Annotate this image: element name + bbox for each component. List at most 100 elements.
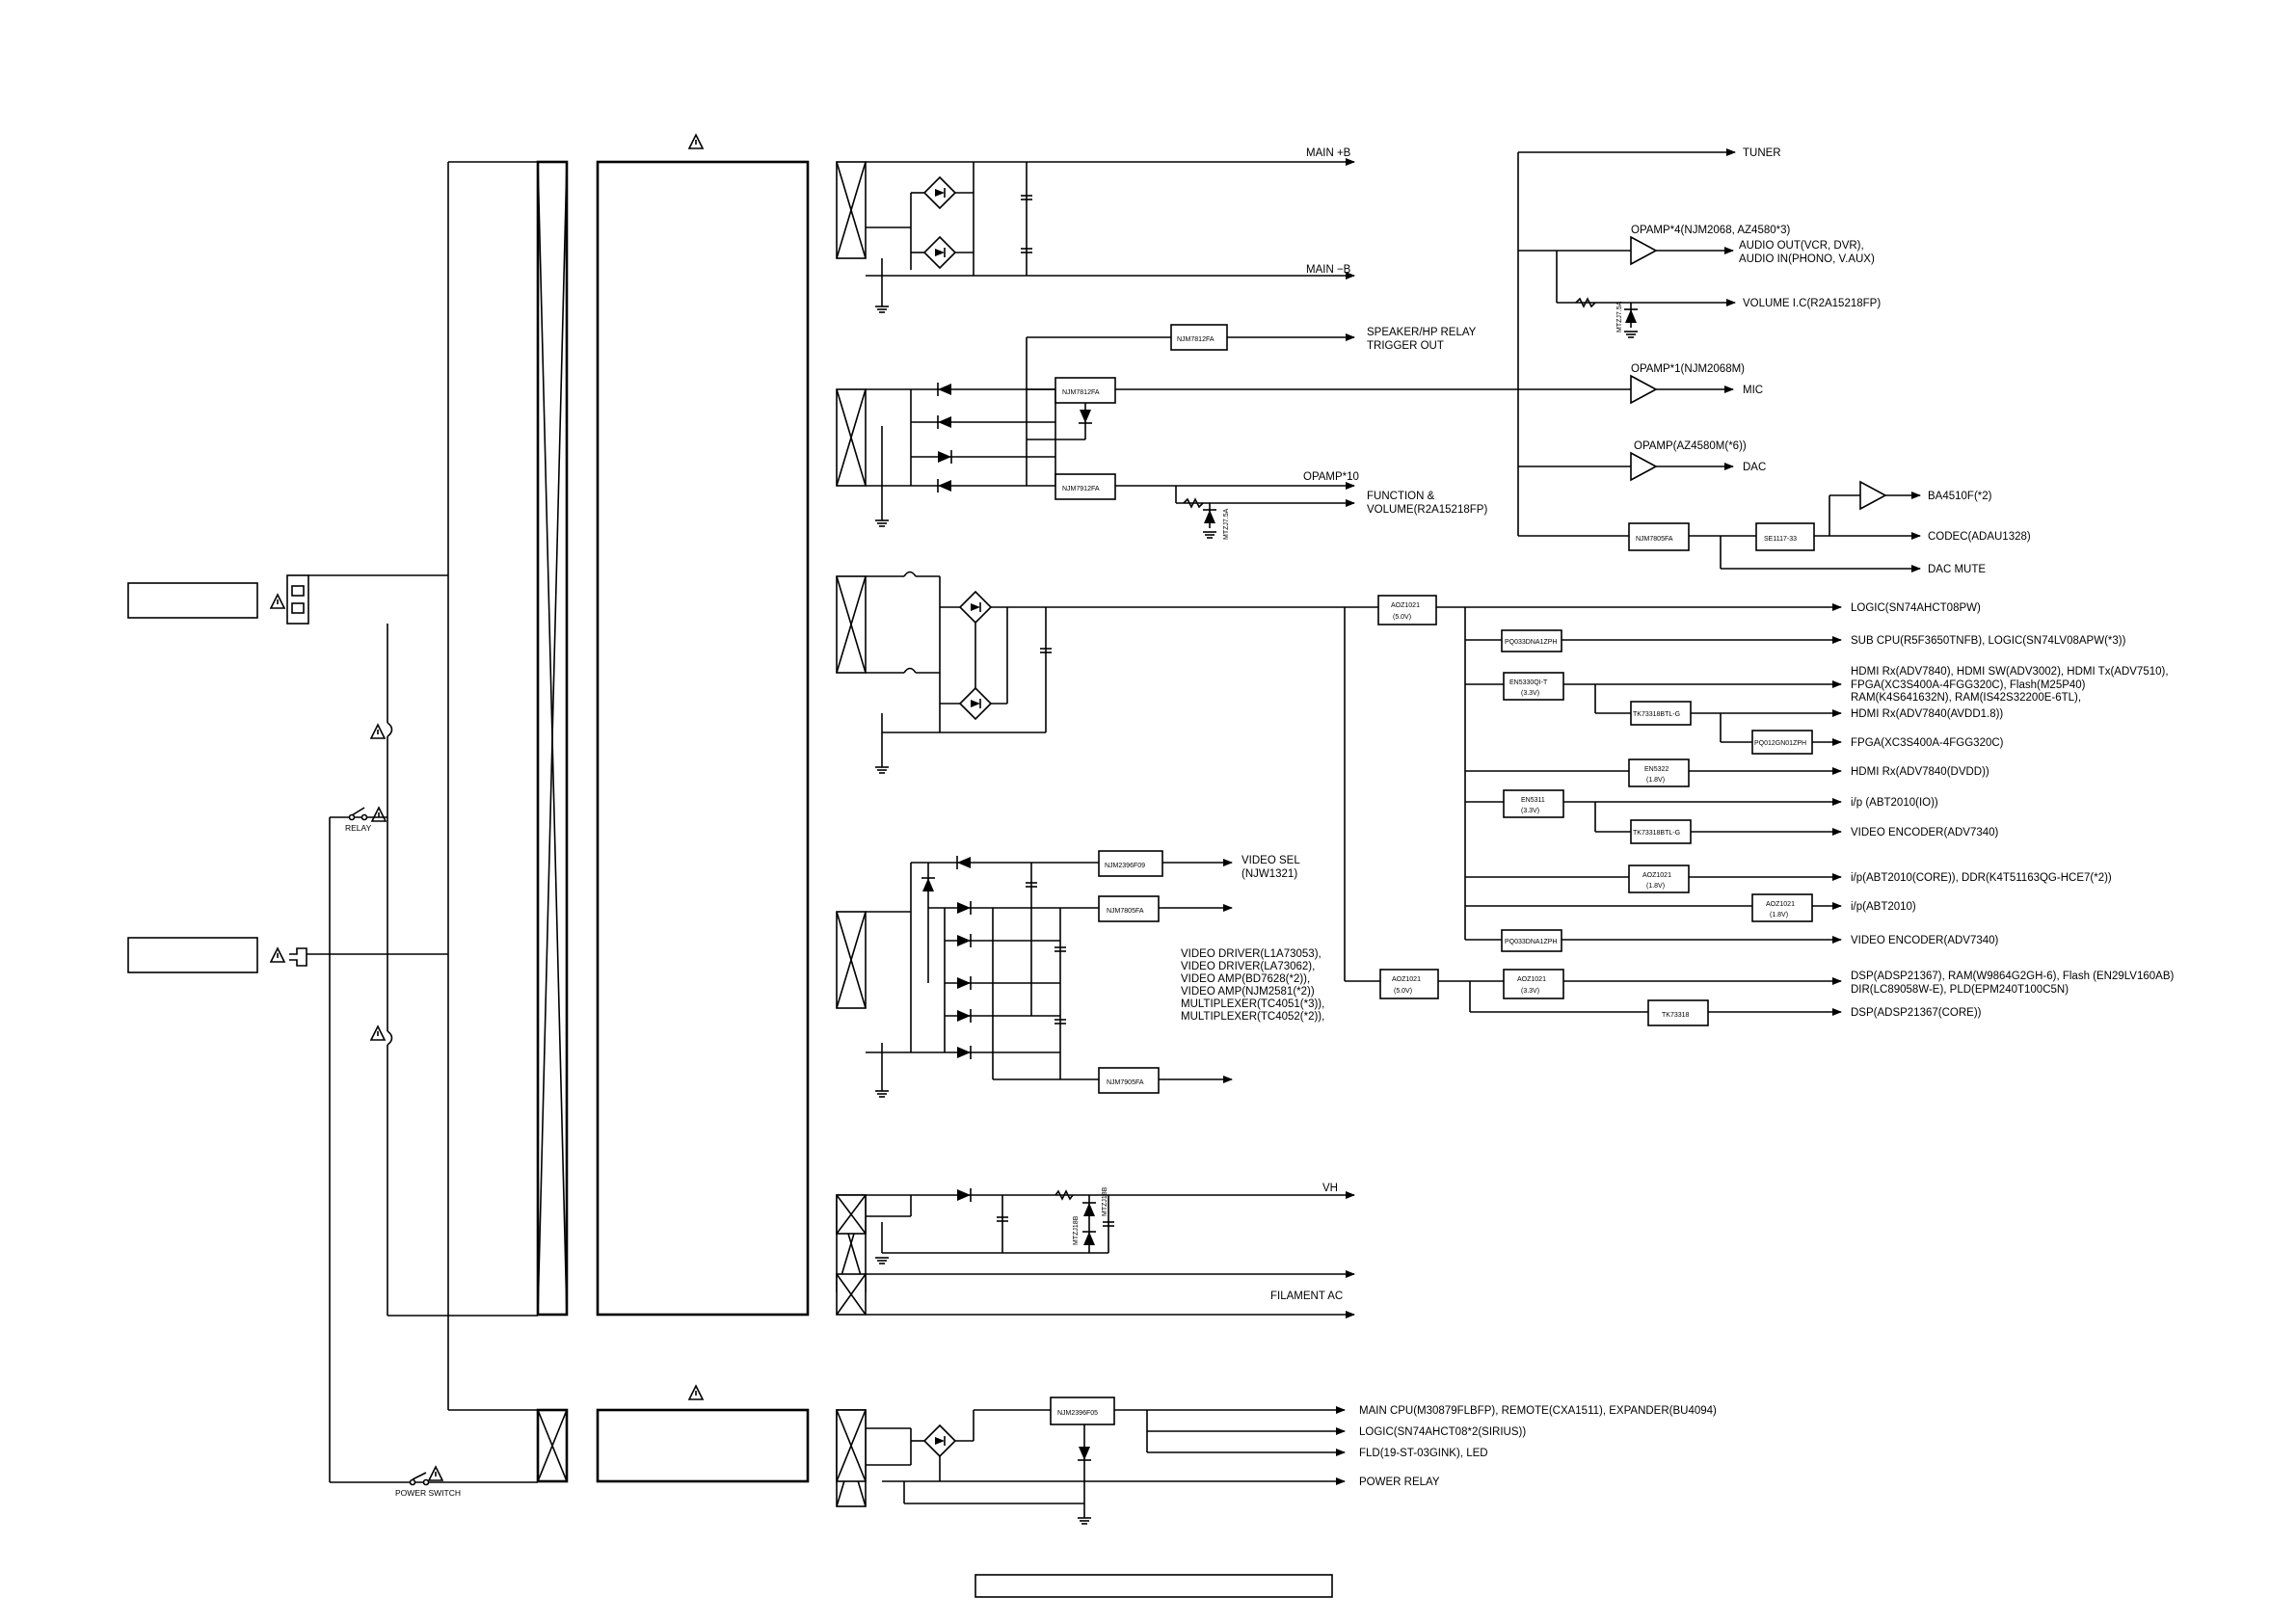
main-transformer-primary [536, 160, 569, 1317]
sub-cpu-label: SUB CPU(R5F3650TNFB), LOGIC(SN74LV08APW(… [1851, 635, 2126, 647]
dsp-core-label: DSP(ADSP21367(CORE)) [1851, 1007, 1982, 1019]
zener-diode-icon [1077, 1446, 1092, 1461]
video-amp-2-label: VIDEO AMP(NJM2581(*2)) [1181, 986, 1315, 998]
ground-icon [874, 1090, 890, 1098]
svg-text:(1.8V): (1.8V) [1646, 883, 1665, 890]
svg-text:(3.3V): (3.3V) [1521, 988, 1539, 995]
bridge-rectifier [959, 591, 992, 624]
diode-icon [956, 900, 972, 916]
svg-text:NJM7812FA: NJM7812FA [1177, 336, 1215, 343]
regulator-pq012 [1751, 730, 1813, 755]
svg-text:PQ033DNA1ZPH: PQ033DNA1ZPH [1505, 639, 1557, 646]
regulator-en5330 [1503, 672, 1564, 701]
regulator-njm7805-video [1098, 895, 1160, 922]
svg-text:(1.8V): (1.8V) [1646, 777, 1665, 784]
hdmi-line1-label: HDMI Rx(ADV7840), HDMI SW(ADV3002), HDMI… [1851, 666, 2169, 678]
opamp-icon [1630, 236, 1657, 265]
svg-text:(5.0V): (5.0V) [1393, 614, 1411, 621]
opamp10-label: OPAMP*10 [1303, 471, 1359, 483]
regulator-njm2396-video [1098, 850, 1163, 877]
multiplexer-1-label: MULTIPLEXER(TC4051(*3)), [1181, 998, 1324, 1010]
svg-text:AOZ1021: AOZ1021 [1642, 872, 1671, 879]
hdmi-avdd-label: HDMI Rx(ADV7840(AVDD1.8)) [1851, 708, 2003, 720]
svg-text:NJM7812FA: NJM7812FA [1062, 389, 1100, 396]
opamp-icon [1859, 481, 1886, 510]
svg-text:NJM7805FA: NJM7805FA [1636, 536, 1673, 543]
title-block [974, 1574, 1333, 1598]
volume-label: VOLUME(R2A15218FP) [1367, 504, 1487, 516]
trigger-out-label: TRIGGER OUT [1367, 340, 1444, 352]
regulator-se1117 [1755, 522, 1815, 551]
zener-diode-icon [1202, 509, 1217, 524]
regulator-njm7805-audio [1628, 522, 1690, 551]
svg-text:MTZJ18B: MTZJ18B [1073, 1215, 1080, 1245]
bridge-rectifier [923, 1424, 956, 1457]
diode-icon [956, 1187, 972, 1203]
mic-label: MIC [1743, 385, 1763, 396]
resistor-icon [1575, 297, 1596, 308]
svg-text:TK73318BTL-G: TK73318BTL-G [1633, 711, 1680, 718]
regulator-aoz1021-18b [1751, 893, 1813, 922]
regulator-aoz1021-33 [1503, 969, 1564, 999]
svg-text:MTZJ7.5A: MTZJ7.5A [1616, 301, 1623, 333]
fuse-holder [286, 574, 309, 625]
secondary-winding-main [836, 161, 867, 259]
svg-text:NJM2396F09: NJM2396F09 [1105, 863, 1145, 869]
svg-text:EN5330QI-T: EN5330QI-T [1509, 679, 1548, 686]
dsp-line1-label: DSP(ADSP21367), RAM(W9864G2GH-6), Flash … [1851, 971, 2175, 982]
bridge-rectifier [959, 687, 992, 720]
svg-text:(3.3V): (3.3V) [1521, 690, 1539, 697]
warning-icon [371, 807, 387, 822]
regulator-en5311 [1503, 789, 1564, 818]
ac-input-block-top [127, 582, 258, 619]
hdmi-dvdd-label: HDMI Rx(ADV7840(DVDD)) [1851, 766, 1989, 778]
dac-mute-label: DAC MUTE [1928, 564, 1986, 575]
ground-icon [874, 519, 890, 527]
resistor-icon [1183, 497, 1204, 509]
video-driver-1-label: VIDEO DRIVER(L1A73053), [1181, 948, 1322, 960]
svg-text:(1.8V): (1.8V) [1770, 912, 1788, 918]
opamp-dac-label: OPAMP(AZ4580M(*6)) [1634, 440, 1747, 452]
secondary-winding-video [836, 911, 867, 1009]
ac-plug-icon [289, 947, 307, 967]
diode-icon [921, 877, 936, 892]
svg-text:MTZJ18B: MTZJ18B [1102, 1186, 1108, 1216]
svg-text:PQ033DNA1ZPH: PQ033DNA1ZPH [1505, 939, 1557, 945]
warning-icon [370, 724, 386, 739]
diode-icon [937, 382, 952, 397]
ba4510-label: BA4510F(*2) [1928, 491, 1992, 502]
opamp-icon [1630, 452, 1657, 481]
zener-diode-icon [1078, 409, 1093, 424]
svg-text:EN5311: EN5311 [1521, 797, 1545, 804]
logic-sirius-label: LOGIC(SN74AHCT08*2(SIRIUS)) [1359, 1426, 1526, 1438]
dsp-line2-label: DIR(LC89058W-E), PLD(EPM240T100C5N) [1851, 984, 2069, 996]
power-relay-label: POWER RELAY [1359, 1477, 1440, 1488]
function-label: FUNCTION & [1367, 491, 1435, 502]
main-cpu-label: MAIN CPU(M30879FLBFP), REMOTE(CXA1511), … [1359, 1405, 1717, 1417]
regulator-en5322 [1628, 758, 1690, 787]
svg-text:(5.0V): (5.0V) [1394, 988, 1412, 995]
ground-icon [1202, 531, 1217, 539]
relay-label: RELAY [345, 823, 372, 833]
logic-ahct-label: LOGIC(SN74AHCT08PW) [1851, 602, 1981, 614]
svg-text:(3.3V): (3.3V) [1521, 808, 1539, 814]
fpga-label: FPGA(XC3S400A-4FGG320C) [1851, 737, 2004, 749]
svg-text:TK73318BTL-G: TK73318BTL-G [1633, 830, 1680, 837]
audio-out-label: AUDIO OUT(VCR, DVR), [1739, 240, 1864, 252]
svg-text:AOZ1021: AOZ1021 [1766, 901, 1795, 908]
svg-text:EN5322: EN5322 [1644, 766, 1669, 773]
hdmi-line2-label: FPGA(XC3S400A-4FGG320C), Flash(M25P40) [1851, 679, 2086, 691]
regulator-njm7812 [1055, 377, 1116, 404]
speaker-relay-label: SPEAKER/HP RELAY [1367, 327, 1477, 338]
filament-ac-label: FILAMENT AC [1270, 1290, 1343, 1302]
ground-icon [874, 1257, 890, 1264]
zener-diode-icon [1081, 1231, 1097, 1246]
opamp4-label: OPAMP*4(NJM2068, AZ4580*3) [1631, 225, 1791, 236]
regulator-tk73318 [1647, 999, 1709, 1026]
video-driver-2-label: VIDEO DRIVER(LA73062), [1181, 961, 1315, 972]
ip-core-label: i/p(ABT2010(CORE)), DDR(K4T51163QG-HCE7(… [1851, 872, 2112, 884]
ground-icon [1623, 331, 1639, 338]
regulator-aoz1021-main [1377, 595, 1437, 625]
ip-abt-label: i/p(ABT2010) [1851, 901, 1916, 913]
